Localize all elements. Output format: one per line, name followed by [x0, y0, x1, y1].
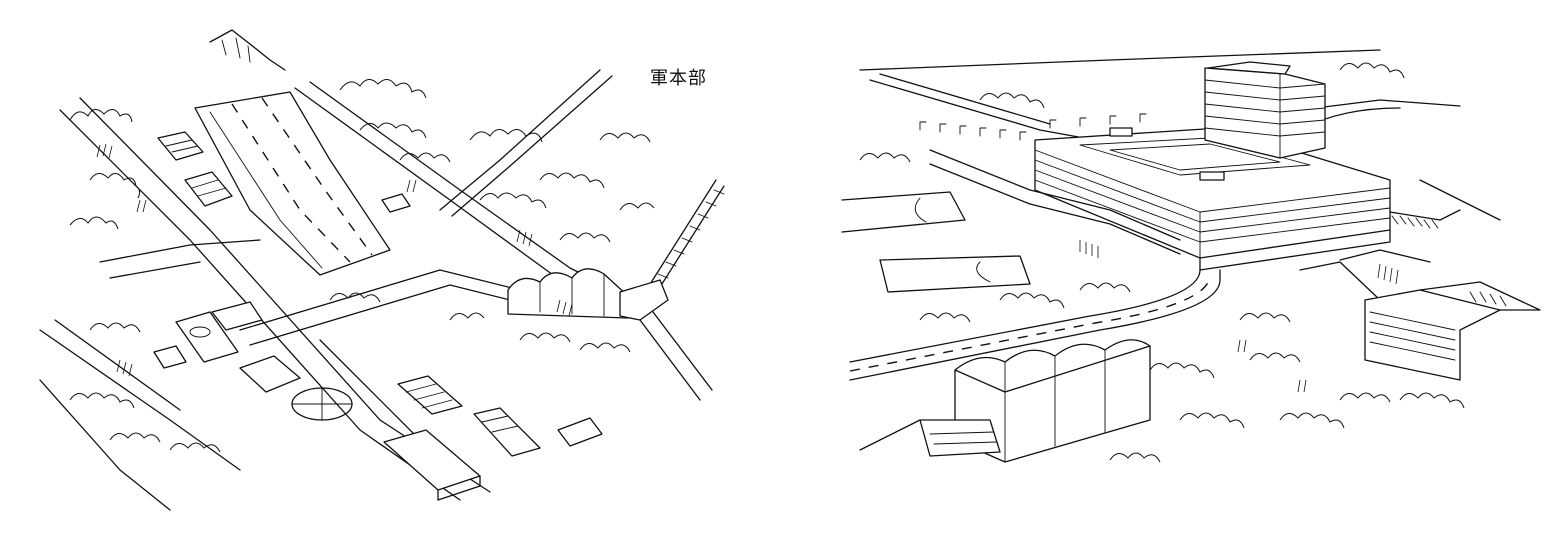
roundabout: [291, 387, 353, 421]
highway: [194, 91, 391, 276]
mountain: [209, 29, 286, 71]
left-sketch: [39, 29, 725, 511]
ramp: [1389, 209, 1461, 229]
lamp-posts: [919, 113, 1147, 141]
right-illustration: [780, 0, 1560, 534]
forest: [69, 79, 655, 453]
left-illustration: 軍本部: [0, 0, 760, 534]
hatching: [1079, 240, 1399, 393]
drawing-title: 軍本部: [650, 68, 707, 89]
upper-road: [294, 69, 713, 401]
tower: [1204, 61, 1326, 159]
hatching: [96, 143, 573, 377]
tunnel-arches: [507, 268, 669, 321]
forest: [859, 62, 1465, 463]
side-building: [1364, 281, 1541, 381]
road-network: [39, 97, 531, 511]
sports-fields: [841, 191, 1031, 293]
right-sketch: [841, 49, 1541, 463]
hangar: [859, 339, 1151, 463]
buildings: [153, 131, 603, 501]
main-building: [1034, 127, 1391, 271]
curving-road: [849, 149, 1431, 381]
